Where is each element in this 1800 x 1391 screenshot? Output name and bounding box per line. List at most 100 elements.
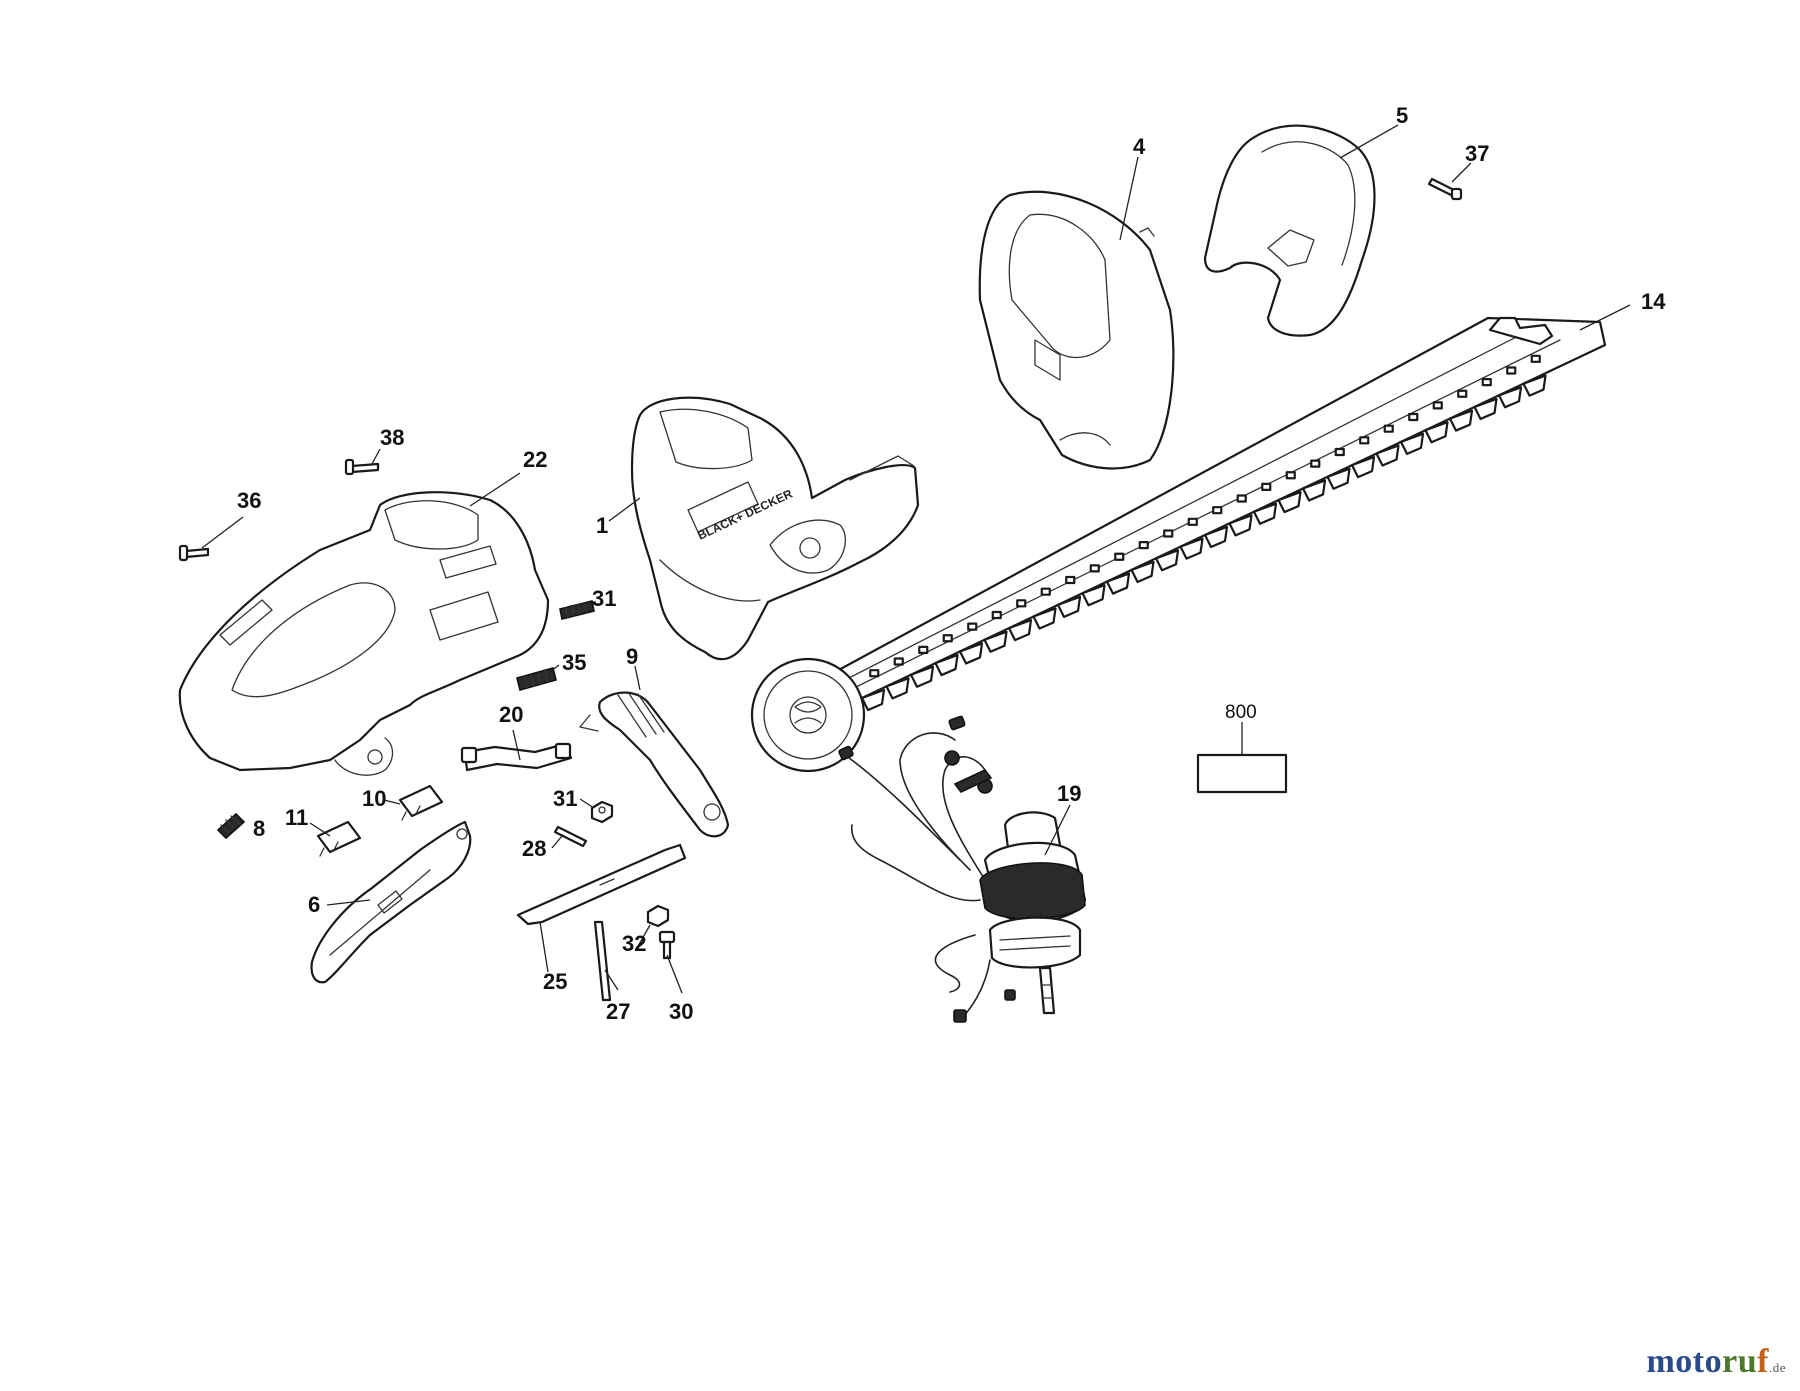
- callout-10: 10: [362, 786, 386, 811]
- blade-tooth: [958, 642, 984, 665]
- callout-28: 28: [522, 836, 546, 861]
- blade-rivet: [1261, 482, 1272, 491]
- blade-rivet: [918, 645, 929, 654]
- blade-tooth: [983, 630, 1008, 653]
- blade-tooth: [1497, 386, 1523, 409]
- blade-tooth: [1350, 456, 1376, 479]
- blade-rivet: [869, 669, 880, 678]
- callout-6: 6: [308, 892, 320, 917]
- callout-14: 14: [1641, 289, 1666, 314]
- blade-tooth: [934, 653, 959, 677]
- switch-trigger-9: [579, 691, 730, 838]
- blade-rivet: [1187, 517, 1198, 526]
- blade-tooth: [1007, 619, 1033, 642]
- lockoff-lever-6: [310, 820, 472, 984]
- callout-20: 20: [499, 702, 523, 727]
- callout-1: 1: [596, 513, 608, 538]
- callout-9: 9: [626, 644, 638, 669]
- front-handle-4: [978, 190, 1175, 470]
- blade-rivet: [1236, 494, 1247, 503]
- blade-tooth: [1203, 525, 1229, 549]
- blade-tooth: [1179, 537, 1204, 560]
- screw-36: [178, 544, 210, 562]
- rear-housing-22: [178, 491, 550, 776]
- blade-tooth: [1375, 444, 1400, 467]
- callout-4: 4: [1133, 134, 1146, 159]
- blade-tooth: [1326, 467, 1351, 490]
- spring-35: [516, 667, 557, 691]
- blade-rivet: [991, 610, 1002, 620]
- switch-link-20: [460, 742, 573, 772]
- callout-38: 38: [380, 425, 404, 450]
- callout-31-upper: 31: [592, 586, 616, 611]
- blade-rivet: [1481, 378, 1492, 387]
- rod-27: [593, 920, 612, 1002]
- callout-25: 25: [543, 969, 567, 994]
- blade-tooth: [1228, 514, 1253, 537]
- callout-19: 19: [1057, 781, 1081, 806]
- blade-tooth: [1056, 595, 1082, 618]
- blade-tooth: [1301, 479, 1327, 502]
- leader-lines: [201, 124, 1631, 994]
- blade-rivet: [1359, 436, 1370, 445]
- blade-tooth: [1277, 490, 1302, 514]
- box-800: [1196, 753, 1288, 794]
- blade-rivet: [1163, 529, 1174, 538]
- callout-11: 11: [285, 805, 308, 830]
- blade-rivet: [1114, 552, 1125, 561]
- blade-tooth: [1130, 560, 1155, 584]
- spring-31-upper: [559, 600, 595, 620]
- screw-37: [1427, 177, 1463, 201]
- spring-8: [216, 812, 246, 840]
- blade-rivet: [1016, 599, 1027, 608]
- nut-31-lower: [590, 800, 614, 824]
- watermark-logo: motoruf.de: [1646, 1343, 1786, 1381]
- callout-36: 36: [237, 488, 261, 513]
- micro-switch-11: [316, 820, 362, 857]
- blade-tooth: [885, 677, 910, 700]
- blade-rivet: [1530, 354, 1541, 363]
- blade-assembly-14: [750, 316, 1607, 773]
- motor-housing-1: BLACK+ DECKER: [630, 396, 920, 661]
- blade-rivet: [893, 657, 904, 666]
- blade-rivet: [1334, 447, 1345, 457]
- blade-tooth: [1522, 374, 1547, 397]
- blade-rivet: [967, 622, 978, 631]
- blade-rivet: [1040, 587, 1051, 596]
- screw-30: [658, 930, 676, 960]
- micro-switch-10: [398, 784, 444, 821]
- blade-rivet: [1432, 401, 1443, 410]
- bracket-25: [516, 843, 687, 926]
- blade-tooth: [1399, 432, 1425, 455]
- blade-rivet: [1089, 564, 1100, 573]
- callout-labels: 1 4 5 6 8 9 10 11 14 19 20 22 25 27 28 3…: [237, 103, 1666, 1024]
- blade-tooth: [1252, 502, 1278, 525]
- blade-tooth: [1154, 549, 1180, 572]
- blade-rivet: [1383, 424, 1394, 433]
- motor-19: [838, 715, 1087, 1023]
- callout-27: 27: [606, 999, 630, 1024]
- washer-32: [646, 904, 670, 928]
- screw-38: [344, 458, 380, 476]
- watermark-suffix: .de: [1768, 1360, 1786, 1375]
- blade-tooth: [1081, 584, 1106, 607]
- callout-35: 35: [562, 650, 586, 675]
- blade-tooth: [909, 665, 935, 688]
- callout-5: 5: [1396, 103, 1408, 128]
- blade-teeth: [860, 354, 1547, 712]
- pin-28: [553, 825, 588, 848]
- callout-30: 30: [669, 999, 693, 1024]
- handle-cover-5: [1203, 124, 1376, 337]
- blade-tooth: [860, 688, 886, 712]
- blade-rivet: [1457, 389, 1468, 398]
- blade-tooth: [1448, 409, 1474, 432]
- callout-32: 32: [622, 931, 646, 956]
- watermark-part-2: ru: [1722, 1343, 1758, 1380]
- callout-31-lower: 31: [553, 786, 577, 811]
- callout-22: 22: [523, 447, 547, 472]
- blade-tooth: [1032, 607, 1057, 630]
- callout-37: 37: [1465, 141, 1489, 166]
- watermark-part-1: moto: [1646, 1343, 1723, 1380]
